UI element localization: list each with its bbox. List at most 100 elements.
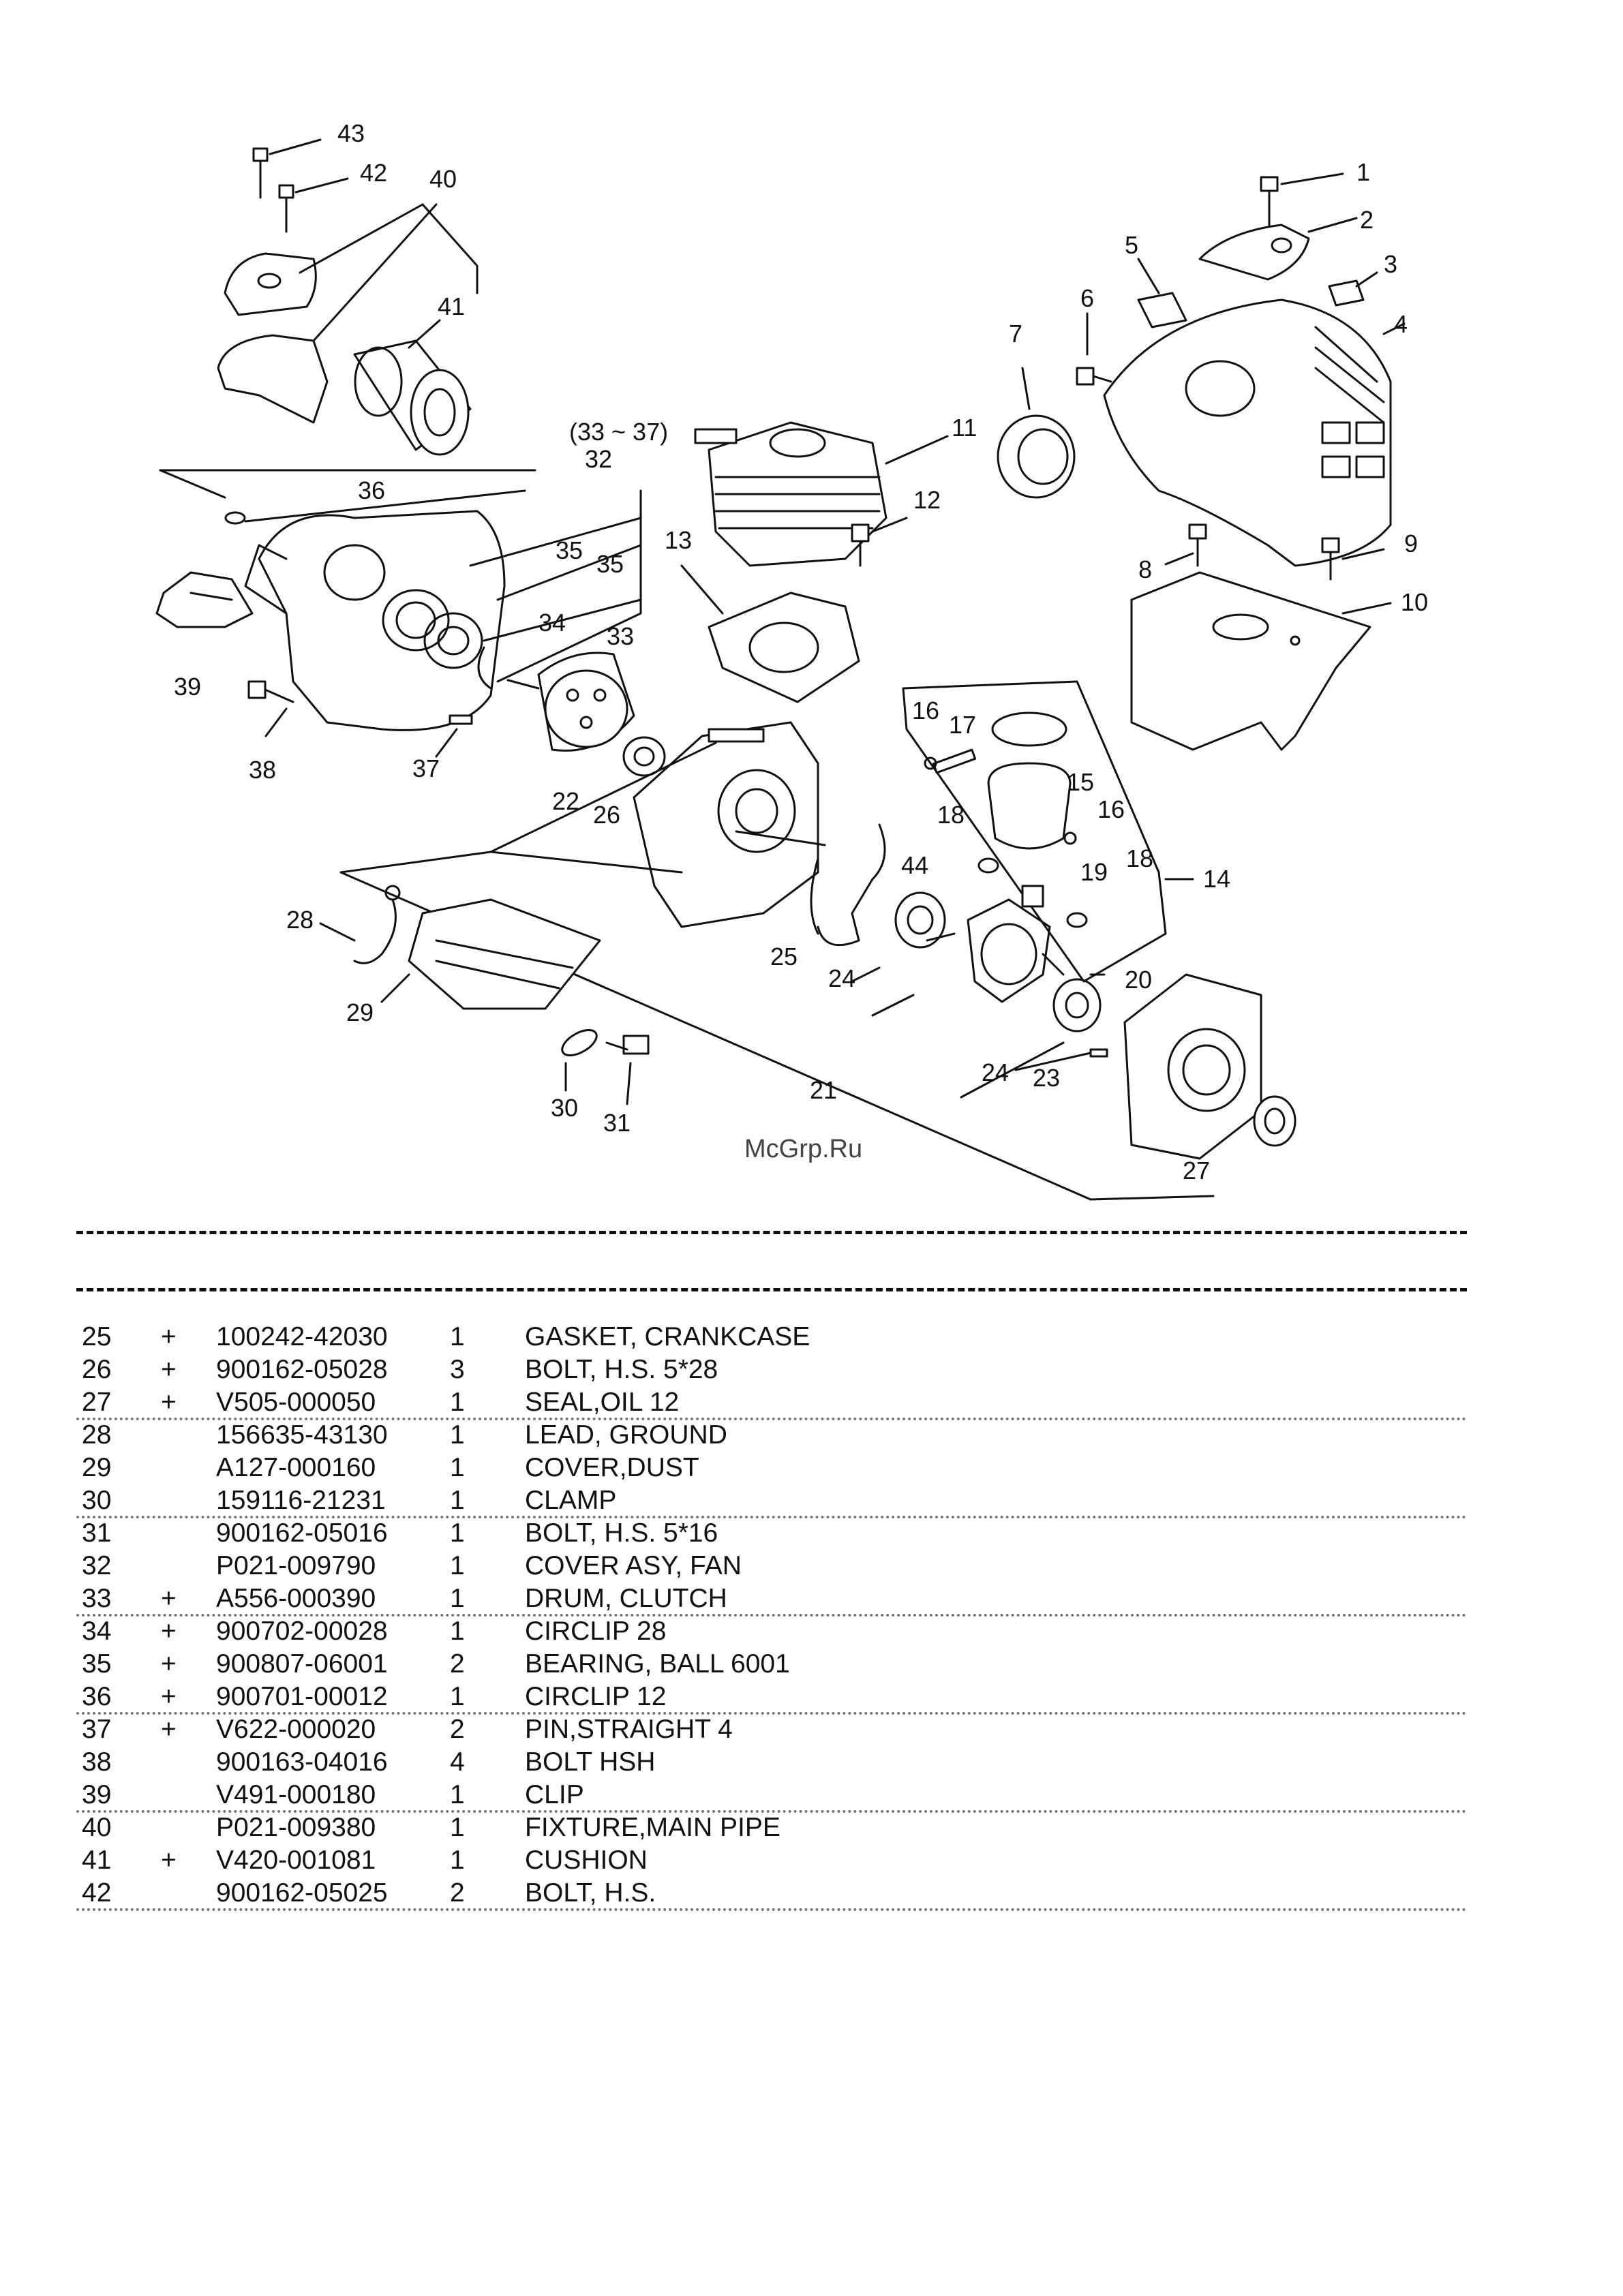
part-ref-number: 30 (82, 1486, 112, 1515)
part-ref-number: 32 (82, 1551, 112, 1580)
bolt-part-8 (1164, 523, 1207, 567)
part-ref-number: 29 (82, 1453, 112, 1482)
part-ref-number: 35 (82, 1649, 112, 1679)
part-part-number: 100242-42030 (216, 1322, 388, 1351)
part-quantity: 1 (450, 1584, 465, 1613)
part-part-number: V420-001081 (216, 1846, 376, 1875)
dust-cover-part-29 (380, 898, 601, 1010)
part-ref-number: 34 (82, 1617, 112, 1646)
callout-38: 38 (249, 756, 276, 784)
part-plus-mark: + (161, 1617, 177, 1646)
part-description: BOLT HSH (525, 1747, 656, 1777)
bolt-part-12 (851, 517, 908, 567)
callout-41: 41 (438, 292, 465, 320)
part-plus-mark: + (161, 1682, 177, 1711)
part-quantity: 4 (450, 1747, 465, 1777)
part-part-number: V491-000180 (216, 1780, 376, 1809)
callout-19: 19 (1080, 858, 1108, 886)
part-part-number: V505-000050 (216, 1388, 376, 1417)
part-ref-number: 31 (82, 1518, 112, 1548)
callout-29: 29 (346, 998, 374, 1026)
part-quantity: 1 (450, 1388, 465, 1417)
callout-43: 43 (337, 119, 365, 147)
part-ref-number: 37 (82, 1715, 112, 1744)
part-plus-mark: + (161, 1846, 177, 1875)
engine-cover-part-4 (1103, 299, 1406, 567)
part-description: BOLT, H.S. (525, 1878, 656, 1908)
callout-16b: 16 (1097, 795, 1125, 823)
bolt-part-6 (1076, 312, 1112, 386)
part-ref-number: 33 (82, 1584, 112, 1613)
part-quantity: 1 (450, 1420, 465, 1450)
callout-24a: 24 (828, 964, 855, 992)
part-plus-mark: + (161, 1388, 177, 1417)
bearing-part-24 (894, 891, 946, 949)
part-quantity: 1 (450, 1617, 465, 1646)
part-quantity: 3 (450, 1355, 465, 1384)
callout-34: 34 (539, 609, 566, 637)
piston-kit-box-part-14 (902, 680, 1194, 983)
part-part-number: 159116-21231 (216, 1486, 386, 1515)
part-part-number: 900702-00028 (216, 1617, 388, 1646)
part-description: BOLT, H.S. 5*28 (525, 1355, 718, 1384)
callout-10: 10 (1401, 588, 1428, 616)
ground-lead-part-28 (319, 885, 401, 964)
part-quantity: 2 (450, 1878, 465, 1908)
callout-15: 15 (1067, 768, 1094, 796)
callout-28: 28 (286, 906, 314, 934)
label-part-5 (1137, 258, 1187, 328)
bolt-part-42 (278, 177, 349, 233)
callout-2: 2 (1360, 206, 1374, 234)
callout-12: 12 (913, 486, 941, 514)
callout-4: 4 (1394, 310, 1408, 338)
part-ref-number: 26 (82, 1355, 112, 1384)
crankshaft-part-20 (926, 898, 1065, 1003)
part-ref-number: 39 (82, 1780, 112, 1809)
part-part-number: 900701-00012 (216, 1682, 388, 1711)
part-part-number: 900162-05016 (216, 1518, 388, 1548)
callout-33: 33 (607, 622, 634, 650)
callout-21: 21 (810, 1076, 837, 1104)
exploded-parts-diagram: 1 2 3 4 5 6 7 8 9 10 11 12 13 14 15 16 1… (155, 119, 1428, 1201)
clip-part-39 (155, 571, 254, 628)
part-quantity: 1 (450, 1780, 465, 1809)
part-description: COVER ASY, FAN (525, 1551, 742, 1580)
callout-18b: 18 (1126, 844, 1153, 872)
part-quantity: 1 (450, 1518, 465, 1548)
callout-37: 37 (412, 754, 440, 782)
dashed-divider-bottom (76, 1288, 1467, 1291)
watermark: McGrp.Ru (744, 1135, 862, 1163)
bolt-part-38 (247, 680, 294, 737)
crankcase-half-part-26 (489, 721, 819, 928)
part-part-number: 900162-05025 (216, 1878, 388, 1908)
callout-13: 13 (665, 526, 692, 554)
clutch-drum-part-33 (506, 652, 635, 752)
label-part-3 (1328, 271, 1378, 307)
callout-17: 17 (949, 711, 976, 739)
part-ref-number: 25 (82, 1322, 112, 1351)
part-description: GASKET, CRANKCASE (525, 1322, 810, 1351)
callout-14: 14 (1203, 865, 1230, 893)
bolt-part-31 (605, 1035, 650, 1105)
part-quantity: 1 (450, 1682, 465, 1711)
part-description: COVER,DUST (525, 1453, 699, 1482)
part-quantity: 2 (450, 1715, 465, 1744)
part-part-number: A127-000160 (216, 1453, 376, 1482)
callout-31: 31 (603, 1109, 631, 1137)
part-description: CLIP (525, 1780, 584, 1809)
part-description: PIN,STRAIGHT 4 (525, 1715, 733, 1744)
part-ref-number: 28 (82, 1420, 112, 1450)
part-description: CLAMP (525, 1486, 617, 1515)
part-ref-number: 38 (82, 1747, 112, 1777)
